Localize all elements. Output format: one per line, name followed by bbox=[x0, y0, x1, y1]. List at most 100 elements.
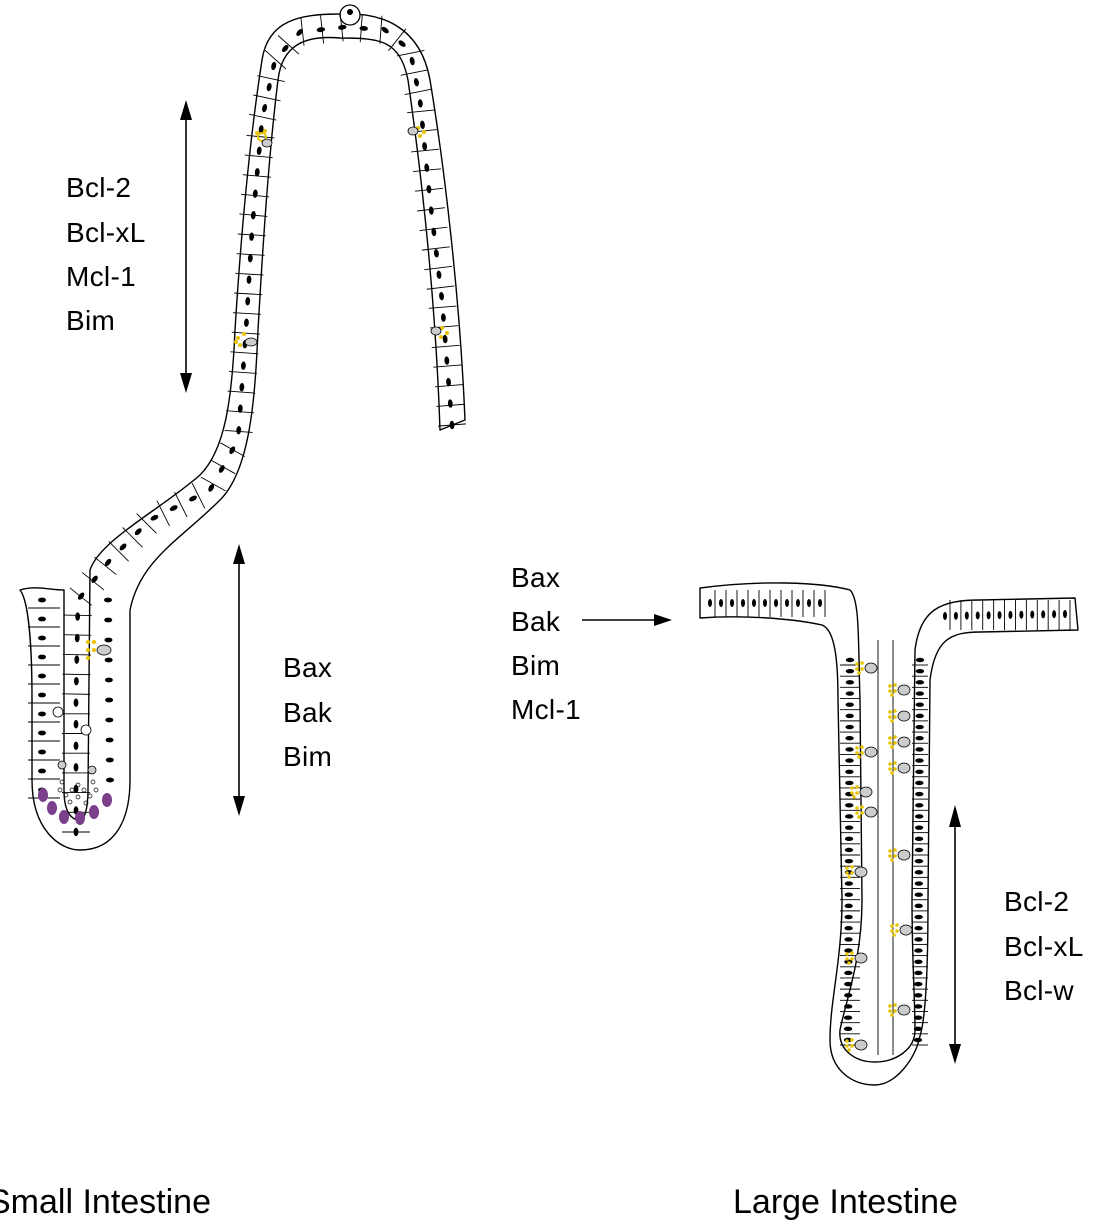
cell-nucleus bbox=[915, 803, 923, 807]
cell-nucleus bbox=[845, 803, 853, 807]
large-intestine-title: Large Intestine bbox=[733, 1183, 958, 1221]
cell-nucleus bbox=[844, 1004, 852, 1008]
cell-nucleus bbox=[914, 1004, 922, 1008]
goblet-cell bbox=[888, 735, 910, 749]
cell-nucleus bbox=[845, 893, 853, 897]
cell-nucleus bbox=[914, 1015, 922, 1019]
cell-wall bbox=[63, 674, 91, 675]
goblet-cell bbox=[855, 661, 877, 675]
cell-nucleus bbox=[914, 982, 922, 986]
cell-nucleus bbox=[846, 669, 854, 673]
cell-nucleus bbox=[104, 618, 112, 623]
cell-nucleus bbox=[845, 736, 853, 740]
cell-nucleus bbox=[915, 725, 923, 729]
cell-nucleus bbox=[74, 655, 79, 663]
cell-nucleus bbox=[844, 1015, 852, 1019]
cell-nucleus bbox=[752, 599, 756, 607]
cell-nucleus bbox=[998, 611, 1002, 619]
goblet-cell bbox=[855, 805, 877, 819]
large-intestine-tissue bbox=[700, 583, 1078, 1085]
cell-nucleus bbox=[74, 699, 79, 707]
cell-wall bbox=[70, 588, 92, 605]
cell-nucleus bbox=[915, 837, 923, 841]
cell-nucleus bbox=[844, 993, 852, 997]
cell-nucleus bbox=[915, 893, 923, 897]
cell-nucleus bbox=[846, 714, 854, 718]
surface-label: Bak bbox=[511, 606, 561, 637]
cell-nucleus bbox=[914, 948, 922, 952]
cell-nucleus bbox=[74, 763, 79, 771]
villus-label: Mcl-1 bbox=[66, 261, 136, 292]
cell-nucleus bbox=[916, 703, 924, 707]
cell-nucleus bbox=[38, 693, 46, 698]
cell-nucleus bbox=[915, 736, 923, 740]
cell-nucleus bbox=[106, 778, 114, 783]
large-crypt-label: Bcl-2 bbox=[1004, 886, 1069, 917]
cell-nucleus bbox=[845, 848, 853, 852]
cell-nucleus bbox=[844, 926, 852, 930]
goblet-cell bbox=[890, 923, 912, 937]
cell-nucleus bbox=[914, 971, 922, 975]
large-crypt-arrow bbox=[949, 805, 961, 1064]
cell-nucleus bbox=[914, 1038, 922, 1042]
small-crypt-arrow bbox=[233, 544, 245, 816]
cell-nucleus bbox=[74, 742, 79, 750]
cell-nucleus bbox=[1041, 610, 1045, 618]
cell-nucleus bbox=[763, 599, 767, 607]
cell-nucleus bbox=[915, 747, 923, 751]
cell-nucleus bbox=[796, 599, 800, 607]
cell-nucleus bbox=[74, 720, 79, 728]
surface-label: Bax bbox=[511, 562, 560, 593]
cell-nucleus bbox=[845, 725, 853, 729]
large-crypt-label: Bcl-w bbox=[1004, 975, 1074, 1006]
cell-nucleus bbox=[916, 691, 924, 695]
cell-nucleus bbox=[846, 658, 854, 662]
cell-nucleus bbox=[38, 731, 46, 736]
cell-nucleus bbox=[1030, 611, 1034, 619]
cell-nucleus bbox=[730, 599, 734, 607]
small-intestine-tissue bbox=[20, 5, 466, 850]
goblet-cell bbox=[888, 709, 910, 723]
villus-labels: Bcl-2 Bcl-xL Mcl-1 Bim bbox=[66, 172, 146, 336]
cell-nucleus bbox=[38, 750, 46, 755]
cell-nucleus bbox=[845, 747, 853, 751]
cell-wall bbox=[62, 694, 90, 695]
cell-nucleus bbox=[916, 658, 924, 662]
cell-nucleus bbox=[807, 599, 811, 607]
cell-nucleus bbox=[75, 612, 80, 620]
cell-nucleus bbox=[915, 904, 923, 908]
cell-nucleus bbox=[915, 792, 923, 796]
cell-nucleus bbox=[846, 703, 854, 707]
cell-nucleus bbox=[38, 712, 46, 717]
surface-arrow bbox=[582, 614, 672, 626]
cell-nucleus bbox=[774, 599, 778, 607]
cell-nucleus bbox=[38, 636, 46, 641]
cell-nucleus bbox=[845, 904, 853, 908]
cell-nucleus bbox=[954, 612, 958, 620]
cell-nucleus bbox=[845, 837, 853, 841]
cell-nucleus bbox=[915, 881, 923, 885]
goblet-cell bbox=[888, 761, 910, 775]
surface-label: Mcl-1 bbox=[511, 694, 581, 725]
cell-nucleus bbox=[1019, 611, 1023, 619]
cell-nucleus bbox=[845, 859, 853, 863]
cell-wall bbox=[63, 635, 91, 636]
villus-tip-cell-nucleus bbox=[347, 9, 353, 15]
cell-nucleus bbox=[708, 599, 712, 607]
cell-nucleus bbox=[38, 598, 46, 603]
cell-nucleus bbox=[846, 680, 854, 684]
cell-nucleus bbox=[914, 993, 922, 997]
large-crypt-labels: Bcl-2 Bcl-xL Bcl-w bbox=[1004, 886, 1084, 1006]
cell-nucleus bbox=[915, 781, 923, 785]
cell-nucleus bbox=[1052, 610, 1056, 618]
cell-nucleus bbox=[914, 1027, 922, 1031]
cell-nucleus bbox=[844, 1027, 852, 1031]
cell-nucleus bbox=[845, 781, 853, 785]
cell-nucleus bbox=[1063, 610, 1067, 618]
cell-nucleus bbox=[105, 698, 113, 703]
cell-nucleus bbox=[844, 937, 852, 941]
cell-nucleus bbox=[106, 758, 114, 763]
cell-nucleus bbox=[845, 758, 853, 762]
cell-nucleus bbox=[916, 680, 924, 684]
cell-nucleus bbox=[845, 770, 853, 774]
